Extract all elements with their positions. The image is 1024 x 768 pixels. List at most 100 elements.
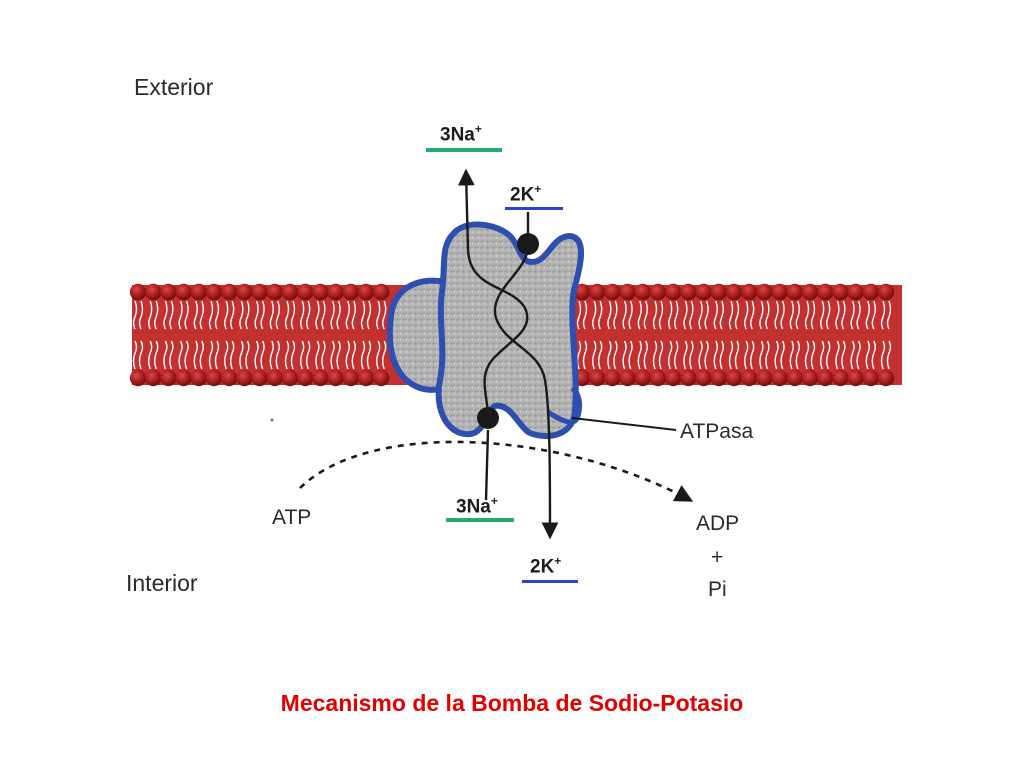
lipid-head-inner bbox=[160, 369, 177, 387]
sodium-in-bar bbox=[446, 518, 514, 522]
lipid-head-inner bbox=[129, 369, 147, 387]
lipid-tail bbox=[306, 300, 311, 370]
atpase-leader-line bbox=[571, 417, 677, 431]
lipid-head-inner bbox=[175, 369, 192, 387]
lipid-tail bbox=[744, 300, 749, 370]
lipid-head-outer bbox=[221, 283, 238, 301]
lipid-head-outer bbox=[357, 283, 375, 301]
lipid-tail bbox=[734, 300, 740, 370]
lipid-tail bbox=[841, 300, 846, 370]
lipid-tail bbox=[351, 300, 356, 370]
sodium-entry-line bbox=[484, 429, 490, 501]
lipid-tail bbox=[750, 300, 755, 370]
lipid-head-inner bbox=[832, 369, 849, 387]
atpase-label: ATPasa bbox=[680, 420, 754, 443]
lipid-tail bbox=[871, 300, 876, 370]
lipid-tail bbox=[208, 300, 214, 370]
lipid-tail bbox=[774, 300, 779, 370]
lipid-head-outer bbox=[634, 283, 651, 301]
lipid-tail bbox=[345, 300, 350, 370]
lipid-tail bbox=[260, 300, 265, 370]
lipid-head-inner bbox=[145, 369, 162, 387]
lipid-tail bbox=[759, 300, 764, 370]
lipid-tail bbox=[719, 300, 724, 370]
lipid-head-inner bbox=[680, 369, 697, 387]
potassium-in-bar bbox=[505, 207, 563, 210]
lipid-tail bbox=[163, 300, 168, 370]
lipid-head-outer bbox=[847, 283, 864, 301]
lipid-tail bbox=[850, 300, 855, 370]
lipid-head-outer bbox=[862, 283, 879, 301]
lipid-tail bbox=[865, 300, 870, 370]
lipid-head-outer bbox=[312, 283, 329, 301]
lipid-tail bbox=[704, 300, 709, 370]
pi-label: Pi bbox=[708, 578, 727, 601]
lipid-tail bbox=[284, 300, 290, 370]
lipid-tail bbox=[254, 300, 259, 370]
atpase-protein bbox=[386, 221, 585, 439]
lipid-tail bbox=[315, 300, 320, 370]
lipid-head-outer bbox=[817, 283, 834, 301]
lipid-tail bbox=[835, 300, 840, 370]
lipid-head-inner bbox=[373, 369, 390, 387]
bound-sodium-ion bbox=[477, 407, 499, 429]
lipid-head-outer bbox=[710, 283, 727, 301]
lipid-tail bbox=[330, 300, 335, 370]
lipid-head-outer bbox=[589, 283, 606, 301]
lipid-head-inner bbox=[312, 369, 329, 387]
lipid-tail bbox=[713, 300, 718, 370]
potassium-in-label: 2K+ bbox=[510, 182, 542, 206]
lipid-head-inner bbox=[771, 369, 788, 387]
lipid-head-inner bbox=[634, 369, 651, 387]
sodium-out-label: 3Na+ bbox=[440, 122, 482, 146]
lipid-tail bbox=[826, 300, 831, 370]
lipid-head-inner bbox=[862, 369, 879, 387]
lipid-heads bbox=[129, 283, 895, 387]
lipid-head-outer bbox=[756, 283, 773, 301]
potassium-out-label: 2K+ bbox=[530, 554, 562, 578]
lipid-tail bbox=[628, 300, 633, 370]
lipid-head-outer bbox=[236, 283, 253, 301]
lipid-tail bbox=[582, 300, 588, 370]
lipid-tail bbox=[224, 300, 229, 370]
protein-body bbox=[435, 221, 585, 439]
sodium-out-bar bbox=[426, 148, 502, 152]
lipid-tail bbox=[637, 300, 642, 370]
lipid-head-outer bbox=[342, 283, 359, 301]
lipid-head-inner bbox=[801, 369, 819, 387]
lipid-head-outer bbox=[771, 283, 788, 301]
lipid-tail bbox=[360, 300, 366, 370]
lipid-tail bbox=[789, 300, 794, 370]
lipid-tail bbox=[728, 300, 734, 370]
lipid-tail bbox=[880, 300, 886, 370]
lipid-head-inner bbox=[251, 369, 268, 387]
lipid-tail bbox=[683, 300, 688, 370]
ion-pathways bbox=[457, 168, 559, 540]
lipid-head-inner bbox=[649, 369, 667, 387]
lipid-head-outer bbox=[680, 283, 697, 301]
lipid-head-inner bbox=[619, 369, 636, 387]
lipid-head-inner bbox=[710, 369, 727, 387]
lipid-head-outer bbox=[190, 283, 207, 301]
lipid-head-outer bbox=[665, 283, 682, 301]
lipid-head-outer bbox=[619, 283, 636, 301]
lipid-head-inner bbox=[266, 369, 283, 387]
lipid-head-inner bbox=[604, 369, 621, 387]
plus-sign: + bbox=[711, 546, 724, 569]
lipid-head-inner bbox=[236, 369, 253, 387]
lipid-head-outer bbox=[175, 283, 192, 301]
lipid-tail bbox=[290, 300, 296, 370]
lipid-tail bbox=[613, 300, 618, 370]
lipid-tail bbox=[698, 300, 703, 370]
lipid-tail bbox=[199, 300, 204, 370]
lipid-head-inner bbox=[281, 369, 299, 387]
lipid-head-outer bbox=[741, 283, 758, 301]
lipid-head-outer bbox=[649, 283, 667, 301]
lipid-head-inner bbox=[741, 369, 758, 387]
lipid-tail bbox=[154, 300, 159, 370]
lipid-head-outer bbox=[281, 283, 299, 301]
lipid-head-outer bbox=[327, 283, 344, 301]
lipid-head-outer bbox=[205, 283, 223, 301]
lipid-head-outer bbox=[695, 283, 712, 301]
